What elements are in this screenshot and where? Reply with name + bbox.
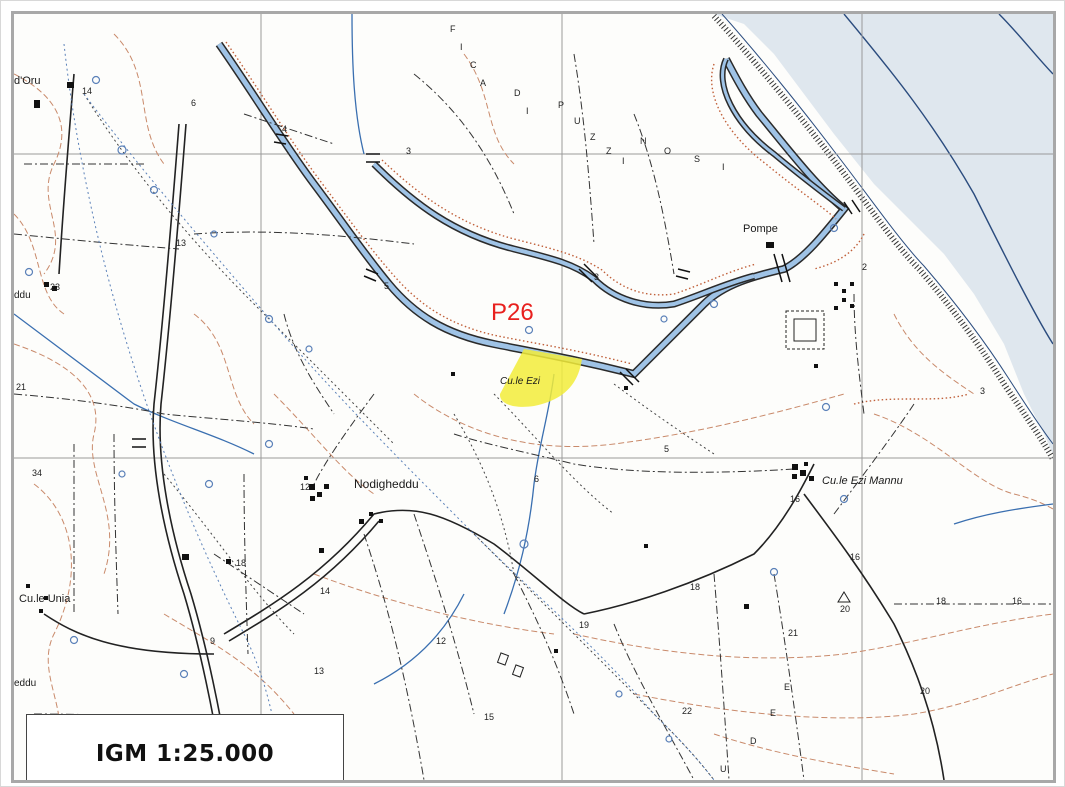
svg-text:15: 15 [484,712,494,722]
svg-text:5: 5 [384,281,389,291]
svg-text:21: 21 [788,628,798,638]
spot-heights: 14 6 4 13 23 21 5 3 3 2 5 6 12 34 18 14 … [16,86,1022,722]
svg-text:I: I [460,42,463,52]
canal-embankment [225,41,970,405]
place-cu-ezi-mannu: Cu.le Ezi Mannu [822,475,903,487]
svg-text:4: 4 [282,124,287,134]
svg-text:13: 13 [176,238,186,248]
svg-text:18: 18 [690,582,700,592]
svg-text:23: 23 [50,282,60,292]
svg-text:18: 18 [236,558,246,568]
svg-text:U: U [720,764,727,774]
svg-text:S: S [694,154,700,164]
svg-text:18: 18 [936,596,946,606]
svg-text:6: 6 [534,474,539,484]
svg-text:20: 20 [840,604,850,614]
svg-text:P: P [558,100,564,110]
p26-label: P26 [491,299,534,326]
svg-text:34: 34 [32,468,42,478]
bridges [132,133,861,448]
svg-text:14: 14 [320,586,330,596]
svg-text:5: 5 [664,444,669,454]
svg-text:Z: Z [606,146,612,156]
place-pompe: Pompe [743,223,778,235]
svg-text:20: 20 [920,686,930,696]
place-nodigheddu: Nodigheddu [354,477,419,491]
sea-area [714,14,1053,454]
svg-text:12: 12 [436,636,446,646]
topographic-map[interactable]: P26 Nodigheddu Cu.le Ezi Cu.le Ezi Mannu… [11,11,1056,783]
svg-text:3: 3 [594,272,599,282]
svg-text:13: 13 [314,666,324,676]
svg-text:I: I [526,106,529,116]
svg-text:9: 9 [210,636,215,646]
coastline-edge [721,14,1053,445]
svg-text:F: F [450,24,456,34]
power-line [63,43,715,780]
svg-text:I: I [622,156,625,166]
place-eddu-bottom: eddu [14,678,36,689]
place-d-oru: d'Oru [14,75,41,87]
place-cu-ezi: Cu.le Ezi [500,376,541,387]
bottom-lettering: U D E E [720,682,790,774]
buildings [26,82,854,653]
canal [215,41,850,379]
svg-text:16: 16 [790,494,800,504]
spaced-lettering: F I C A D I P U Z Z I N O S I [450,24,725,172]
svg-text:2: 2 [862,262,867,272]
svg-text:E: E [784,682,790,692]
enclosures [496,310,825,678]
svg-text:I: I [722,162,725,172]
svg-text:U: U [574,116,581,126]
svg-text:D: D [514,88,521,98]
svg-text:A: A [480,78,486,88]
p26-highlight-area[interactable] [499,349,582,407]
isobath-line-2 [998,14,1053,75]
contour-lines [14,33,1053,775]
map-canvas: P26 Nodigheddu Cu.le Ezi Cu.le Ezi Mannu… [14,14,1053,780]
footpaths [83,93,715,780]
scale-label-box: IGM 1:25.000 [26,714,344,780]
place-cu-unia: Cu.le Unia [19,593,71,605]
svg-text:14: 14 [82,86,92,96]
svg-text:E: E [770,708,776,718]
svg-text:21: 21 [16,382,26,392]
map-grid [14,14,1053,780]
svg-text:12: 12 [300,482,310,492]
isobath-line [843,14,1053,345]
svg-text:Z: Z [590,132,596,142]
svg-text:16: 16 [1012,596,1022,606]
svg-text:3: 3 [980,386,985,396]
svg-text:D: D [750,736,757,746]
place-eddu-left: ddu [14,290,31,301]
svg-text:16: 16 [850,552,860,562]
main-roads [43,73,945,780]
svg-text:22: 22 [682,706,692,716]
svg-text:6: 6 [191,98,196,108]
triangulation-point [837,591,851,603]
svg-text:19: 19 [579,620,589,630]
scale-label: IGM 1:25.000 [95,741,275,767]
svg-text:C: C [470,60,477,70]
power-line-poles [24,75,849,743]
svg-text:3: 3 [406,146,411,156]
svg-text:N: N [640,136,647,146]
svg-text:O: O [664,146,671,156]
